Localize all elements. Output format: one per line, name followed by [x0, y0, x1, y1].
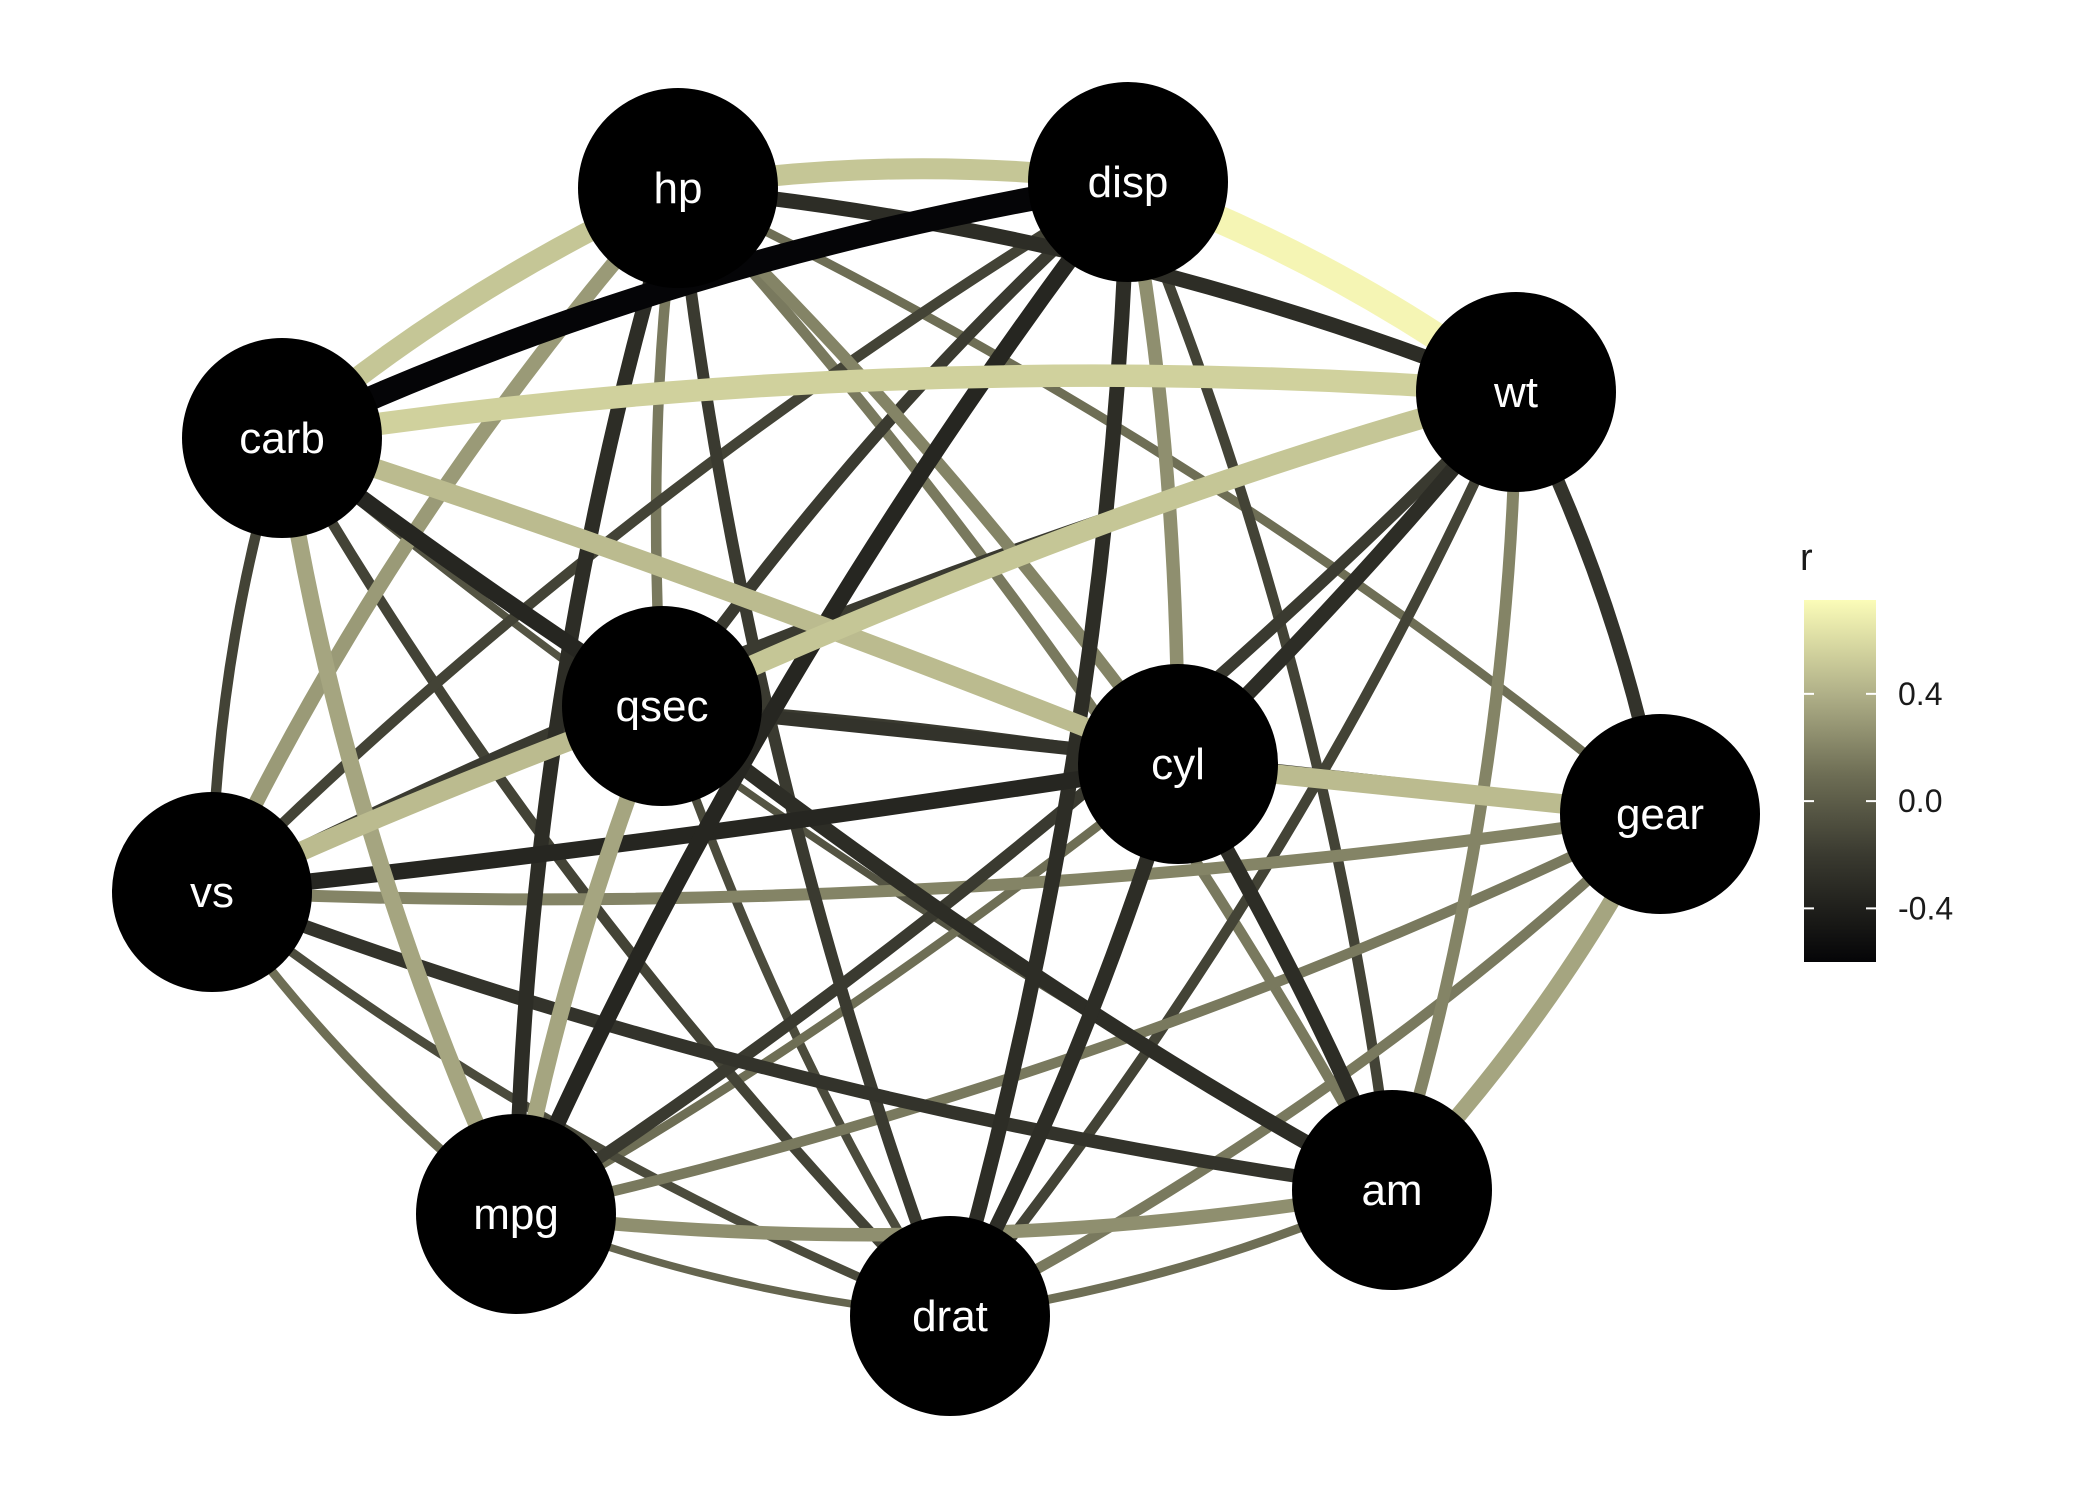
- node-circle: [1028, 82, 1228, 282]
- node-label: cyl: [1151, 740, 1205, 789]
- node-circle: [562, 606, 762, 806]
- edge-disp-am: [1123, 179, 1398, 1191]
- edge-vs-gear: [211, 808, 1661, 906]
- edge-vs-am: [209, 885, 1393, 1197]
- edge-wt-mpg: [512, 387, 1521, 1220]
- edge-qsec-wt: [657, 381, 1519, 716]
- node-wt: wt: [1416, 292, 1616, 492]
- node-carb: carb: [182, 338, 382, 538]
- color-legend: r 0.4 0.0 -0.4: [1800, 537, 1953, 962]
- node-label: disp: [1088, 158, 1169, 207]
- node-label: qsec: [616, 682, 709, 731]
- node-drat: drat: [850, 1216, 1050, 1416]
- node-circle: [112, 792, 312, 992]
- edge-hp-drat: [672, 187, 956, 1319]
- edge-carb-wt: [280, 364, 1517, 450]
- legend-tick-label: -0.4: [1898, 890, 1953, 926]
- legend-colorbar: [1804, 600, 1876, 962]
- edge-disp-drat: [942, 181, 1136, 1319]
- node-label: gear: [1616, 790, 1704, 839]
- legend-title: r: [1800, 537, 1813, 579]
- edge-hp-mpg: [508, 185, 686, 1215]
- node-hp: hp: [578, 88, 778, 288]
- node-circle: [1078, 664, 1278, 864]
- node-circle: [1292, 1090, 1492, 1290]
- edge-carb-cyl: [279, 428, 1182, 774]
- edge-mpg-disp: [508, 177, 1135, 1218]
- legend-ticks: 0.4 0.0 -0.4: [1804, 676, 1953, 926]
- edge-carb-drat: [277, 435, 954, 1320]
- edge-gear-mpg: [514, 809, 1663, 1220]
- node-gear: gear: [1560, 714, 1760, 914]
- node-cyl: cyl: [1078, 664, 1278, 864]
- legend-tick-label: 0.0: [1898, 783, 1942, 819]
- node-circle: [182, 338, 382, 538]
- edge-disp-vs: [208, 177, 1131, 896]
- edge-hp-gear: [676, 183, 1663, 818]
- node-disp: disp: [1028, 82, 1228, 282]
- nodes-layer: hp disp wt carb qsec cyl gear vs mpg drat am: [112, 82, 1760, 1416]
- edge-hp-am: [674, 184, 1397, 1193]
- node-circle: [1560, 714, 1760, 914]
- edge-mpg-cyl: [513, 760, 1181, 1218]
- node-circle: [1416, 292, 1616, 492]
- node-circle: [416, 1114, 616, 1314]
- node-mpg: mpg: [416, 1114, 616, 1314]
- node-label: am: [1361, 1166, 1422, 1215]
- node-label: drat: [912, 1292, 988, 1341]
- edge-gear-drat: [947, 810, 1664, 1321]
- node-label: wt: [1493, 368, 1538, 417]
- node-circle: [578, 88, 778, 288]
- node-label: vs: [190, 868, 234, 917]
- node-label: mpg: [473, 1190, 559, 1239]
- legend-tick-label: 0.4: [1898, 676, 1942, 712]
- node-vs: vs: [112, 792, 312, 992]
- node-label: hp: [654, 164, 703, 213]
- node-am: am: [1292, 1090, 1492, 1290]
- node-label: carb: [239, 414, 325, 463]
- edge-vs-cyl: [211, 755, 1180, 901]
- node-circle: [850, 1216, 1050, 1416]
- node-qsec: qsec: [562, 606, 762, 806]
